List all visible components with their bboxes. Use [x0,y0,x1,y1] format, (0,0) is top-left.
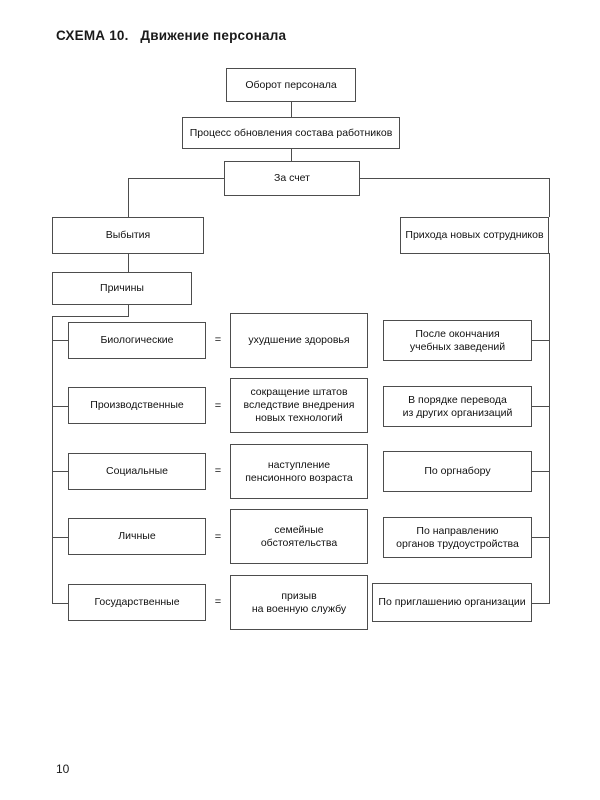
connector-root-to-process [291,101,292,117]
node-arrival-5-line-1: По приглашению организации [378,596,526,608]
node-departures-label: Выбытия [105,229,151,241]
right-spine-stub-5 [532,603,550,604]
node-arrival-3[interactable]: По оргнабору [383,451,532,492]
connector-at-expense-left-drop [128,178,129,217]
node-root-label: Оборот персонала [245,78,337,91]
node-cause-detail-1-line-1: ухудшение здоровья [248,334,350,346]
node-cause-detail-5-line-2: на военную службу [251,602,347,615]
node-cause-category-3[interactable]: Социальные [68,453,206,490]
left-spine-stub-5 [52,603,69,604]
node-at-expense-label: За счет [273,172,310,184]
equals-sign-4: = [214,531,222,543]
connector-causes-drop [128,305,129,316]
right-spine-stub-2 [532,406,550,407]
node-departures[interactable]: Выбытия [52,217,204,254]
node-at-expense[interactable]: За счет [224,161,360,196]
right-spine-stub-4 [532,537,550,538]
left-bracket-spine [52,316,53,603]
connector-causes-to-spine [52,316,129,317]
node-arrivals-label: Прихода новых сотрудников [405,229,544,241]
right-spine-stub-1 [532,340,550,341]
node-root[interactable]: Оборот персонала [226,68,356,102]
equals-sign-5: = [214,596,222,608]
node-arrival-2-line-1: В порядке перевода [408,393,507,406]
node-arrival-3-line-1: По оргнабору [424,465,491,477]
connector-at-expense-right-drop [549,178,550,217]
right-bracket-spine [549,253,550,603]
node-cause-category-5-label: Государственные [94,596,180,608]
node-cause-detail-2[interactable]: сокращение штатов вследствие внедрения н… [230,378,368,433]
connector-process-to-at-expense [291,148,292,161]
node-cause-category-2-label: Производственные [90,399,184,411]
node-arrival-4-line-2: органов трудоустройства [396,537,519,550]
node-cause-detail-3-line-2: пенсионного возраста [245,471,353,484]
node-arrivals[interactable]: Прихода новых сотрудников [400,217,549,254]
node-cause-detail-1[interactable]: ухудшение здоровья [230,313,368,368]
node-cause-detail-4[interactable]: семейные обстоятельства [230,509,368,564]
page-title: СХЕМА 10. Движение персонала [56,28,287,43]
node-cause-category-3-label: Социальные [106,465,168,477]
node-cause-detail-2-line-1: сокращение штатов [250,386,348,398]
node-arrival-4[interactable]: По направлению органов трудоустройства [383,517,532,558]
node-cause-category-2[interactable]: Производственные [68,387,206,424]
connector-at-expense-right [359,178,550,179]
node-cause-detail-2-line-3: новых технологий [255,412,343,424]
node-arrival-2[interactable]: В порядке перевода из других организаций [383,386,532,427]
left-spine-stub-1 [52,340,69,341]
equals-sign-2: = [214,400,222,412]
node-cause-category-5[interactable]: Государственные [68,584,206,621]
equals-sign-3: = [214,465,222,477]
left-spine-stub-4 [52,537,69,538]
page-number: 10 [56,762,70,776]
connector-at-expense-left [128,178,225,179]
node-cause-detail-4-line-1: семейные [274,523,324,536]
node-arrival-2-line-2: из других организаций [402,406,513,419]
node-cause-detail-5[interactable]: призыв на военную службу [230,575,368,630]
node-cause-detail-3-line-1: наступление [267,458,331,471]
left-spine-stub-3 [52,471,69,472]
node-cause-category-1[interactable]: Биологические [68,322,206,359]
node-process-label: Процесс обновления состава работников [189,126,393,139]
node-cause-category-4[interactable]: Личные [68,518,206,555]
node-cause-detail-3[interactable]: наступление пенсионного возраста [230,444,368,499]
node-cause-detail-4-line-2: обстоятельства [260,536,338,549]
right-spine-stub-3 [532,471,550,472]
node-cause-detail-2-line-2: вследствие внедрения [243,399,355,411]
node-causes-label: Причины [100,282,144,294]
node-process[interactable]: Процесс обновления состава работников [182,117,400,149]
node-arrival-5[interactable]: По приглашению организации [372,583,532,622]
equals-sign-1: = [214,334,222,346]
left-spine-stub-2 [52,406,69,407]
node-causes[interactable]: Причины [52,272,192,305]
node-cause-category-4-label: Личные [118,530,156,542]
node-cause-category-1-label: Биологические [100,334,174,346]
node-cause-detail-5-line-1: призыв [281,589,317,602]
connector-departures-to-causes [128,253,129,272]
node-arrival-1[interactable]: После окончания учебных заведений [383,320,532,361]
node-arrival-4-line-1: По направлению [416,524,499,537]
node-arrival-1-line-1: После окончания [415,327,500,340]
node-arrival-1-line-2: учебных заведений [409,340,506,353]
